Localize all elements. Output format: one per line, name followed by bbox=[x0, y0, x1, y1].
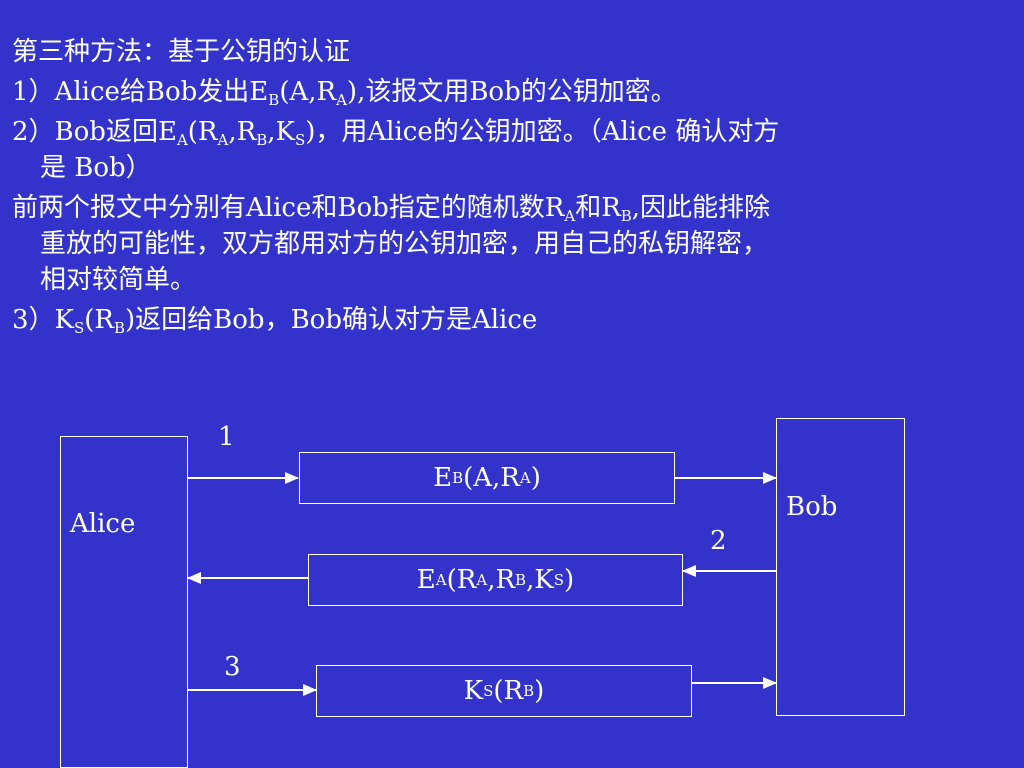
step-2-sub-1: A bbox=[176, 131, 188, 149]
message-1-main: E bbox=[433, 463, 453, 493]
nonce-note-suffix: ,因此能排除 bbox=[631, 193, 771, 223]
step-1-mid: (A,R bbox=[279, 77, 337, 107]
bob-label: Bob bbox=[786, 492, 838, 522]
step-2-mid-3: ,K bbox=[267, 117, 295, 147]
step-3-text: 3）KS(RB)返回给Bob，Bob确认对方是Alice bbox=[12, 302, 1012, 338]
nonce-note-mid: 和R bbox=[575, 193, 621, 223]
message-2-end: ) bbox=[564, 565, 575, 595]
message-2-mid-3: ,K bbox=[526, 565, 554, 595]
step-1-sub-2: A bbox=[336, 91, 347, 109]
message-3-end: ) bbox=[534, 676, 545, 706]
step-2-continuation: 是 Bob） bbox=[40, 153, 152, 183]
step-1-prefix: 1）Alice给Bob发出E bbox=[12, 77, 269, 107]
nonce-note-sub-2: B bbox=[620, 207, 632, 225]
slide-title: 第三种方法：基于公钥的认证 bbox=[12, 37, 351, 67]
message-2-main: E bbox=[416, 565, 436, 595]
slide-text: 第三种方法：基于公钥的认证 1）Alice给Bob发出EB(A,RA),该报文用… bbox=[12, 34, 1012, 342]
bob-box bbox=[776, 418, 905, 716]
step-2-suffix: )，用Alice的公钥加密。（Alice 确认对方 bbox=[305, 117, 780, 147]
alice-box bbox=[60, 436, 188, 768]
message-2-mid-2: ,R bbox=[487, 565, 516, 595]
nonce-note-line-2: 重放的可能性，双方都用对方的公钥加密，用自己的私钥解密， bbox=[40, 229, 769, 259]
message-2-mid-1: (R bbox=[446, 565, 477, 595]
nonce-note: 前两个报文中分别有Alice和Bob指定的随机数RA和RB,因此能排除 重放的可… bbox=[12, 190, 1012, 298]
step-3-sub-1: S bbox=[73, 319, 85, 337]
step-1-sub-1: B bbox=[268, 91, 280, 109]
step-number-3: 3 bbox=[224, 652, 241, 682]
message-3-main: K bbox=[463, 676, 484, 706]
step-2-prefix: 2）Bob返回E bbox=[12, 117, 177, 147]
step-2-sub-3: B bbox=[256, 131, 268, 149]
step-3-suffix: )返回给Bob，Bob确认对方是Alice bbox=[125, 305, 538, 335]
nonce-note-sub-1: A bbox=[564, 207, 576, 225]
step-number-2: 2 bbox=[710, 526, 727, 556]
step-2-mid-2: ,R bbox=[228, 117, 257, 147]
step-2-sub-4: S bbox=[294, 131, 306, 149]
step-3-mid: (R bbox=[84, 305, 114, 335]
message-1-mid: (A,R bbox=[463, 463, 520, 493]
nonce-note-prefix: 前两个报文中分别有Alice和Bob指定的随机数R bbox=[12, 193, 565, 223]
step-number-1: 1 bbox=[218, 422, 235, 452]
step-1-suffix: ),该报文用Bob的公钥加密。 bbox=[346, 77, 677, 107]
step-2-text: 2）Bob返回EA(RA,RB,KS)，用Alice的公钥加密。（Alice 确… bbox=[12, 114, 1012, 186]
step-3-sub-2: B bbox=[113, 319, 126, 337]
step-3-prefix: 3）K bbox=[12, 305, 74, 335]
message-1-end: ) bbox=[530, 463, 541, 493]
step-2-sub-2: A bbox=[217, 131, 229, 149]
step-1-text: 1）Alice给Bob发出EB(A,RA),该报文用Bob的公钥加密。 bbox=[12, 74, 1012, 110]
message-3-mid: (R bbox=[493, 676, 524, 706]
step-2-mid-1: (R bbox=[187, 117, 218, 147]
alice-label: Alice bbox=[70, 509, 136, 539]
nonce-note-line-3: 相对较简单。 bbox=[40, 265, 197, 295]
